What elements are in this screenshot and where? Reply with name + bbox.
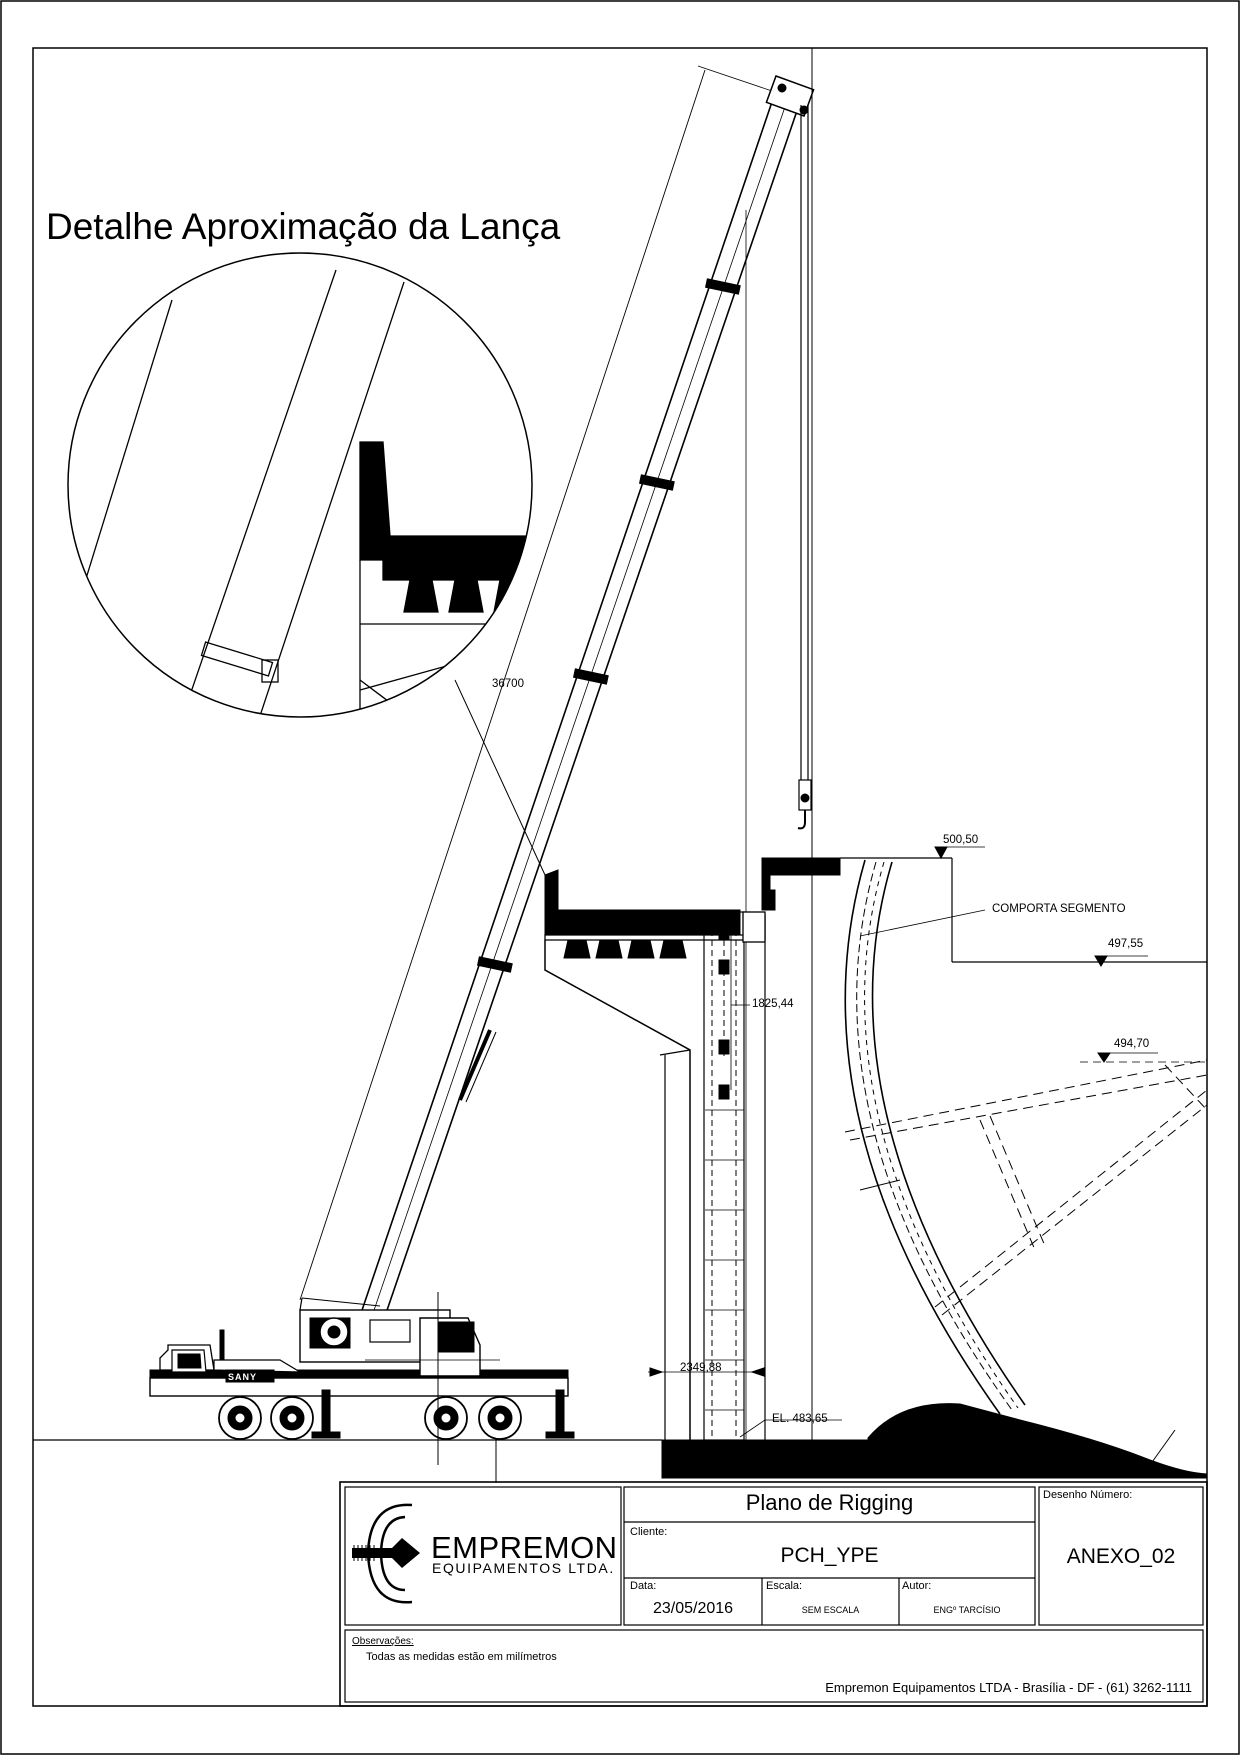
author-label: Autor: <box>902 1580 932 1592</box>
scale-value: SEM ESCALA <box>801 1605 860 1615</box>
client-value: PCH_YPE <box>780 1544 879 1567</box>
drawing-number-label: Desenho Número: <box>1043 1489 1133 1501</box>
client-label: Cliente: <box>630 1526 668 1538</box>
drawing-number-value: ANEXO_02 <box>1066 1545 1176 1568</box>
company-logo-word: EMPREMON <box>431 1530 618 1565</box>
hoist-rope <box>745 48 813 1440</box>
crane-brand: SANY <box>228 1372 258 1382</box>
vertical-dimension-label: 1825,44 <box>752 998 794 1010</box>
title-block-frame <box>339 1481 1208 1707</box>
company-logo-subtitle: EQUIPAMENTOS LTDA. <box>432 1560 615 1576</box>
level-497-label: 497,55 <box>1108 938 1144 950</box>
detail-circle <box>67 252 546 876</box>
crane-truck <box>149 1292 575 1465</box>
scale-label: Escala: <box>766 1580 803 1592</box>
horizontal-dimension-label: 2349,88 <box>680 1362 722 1374</box>
plan-title: Plano de Rigging <box>745 1490 914 1515</box>
notes-value: Todas as medidas estão em milímetros <box>366 1651 557 1663</box>
dimension-annotations <box>648 846 1207 1438</box>
date-label: Data: <box>630 1580 657 1592</box>
date-value: 23/05/2016 <box>652 1600 734 1617</box>
level-494-label: 494,70 <box>1114 1038 1150 1050</box>
author-value: ENGº TARCÍSIO <box>933 1605 1001 1615</box>
notes-label: Observações: <box>352 1636 414 1647</box>
footer-contact: Empremon Equipamentos LTDA - Brasília - … <box>825 1680 1192 1695</box>
crest-elevation-label: 500,50 <box>943 834 979 846</box>
boom-length-dimension: 36700 <box>492 678 524 690</box>
gate-label: COMPORTA SEGMENTO <box>992 903 1126 915</box>
segment-gate <box>844 859 1208 1466</box>
detail-title: Detalhe Aproximação da Lança <box>46 206 561 247</box>
crane-boom <box>299 65 815 1323</box>
base-elevation-label: EL. 483,65 <box>772 1413 828 1425</box>
dam-structure <box>544 857 1208 1479</box>
